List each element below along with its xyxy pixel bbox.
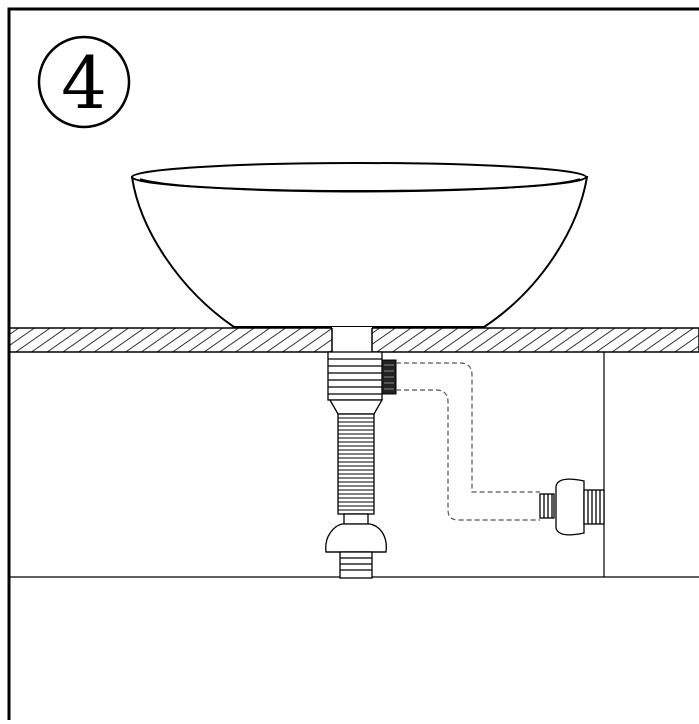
overflow-hose-icon <box>396 362 540 521</box>
outer-frame <box>7 7 699 724</box>
step-circle <box>37 35 131 129</box>
trap-fitting-icon <box>539 478 605 536</box>
basin-icon <box>130 162 589 328</box>
drain-pipe-icon <box>325 351 387 579</box>
countertop <box>8 327 699 354</box>
overflow-coupling <box>381 359 397 395</box>
